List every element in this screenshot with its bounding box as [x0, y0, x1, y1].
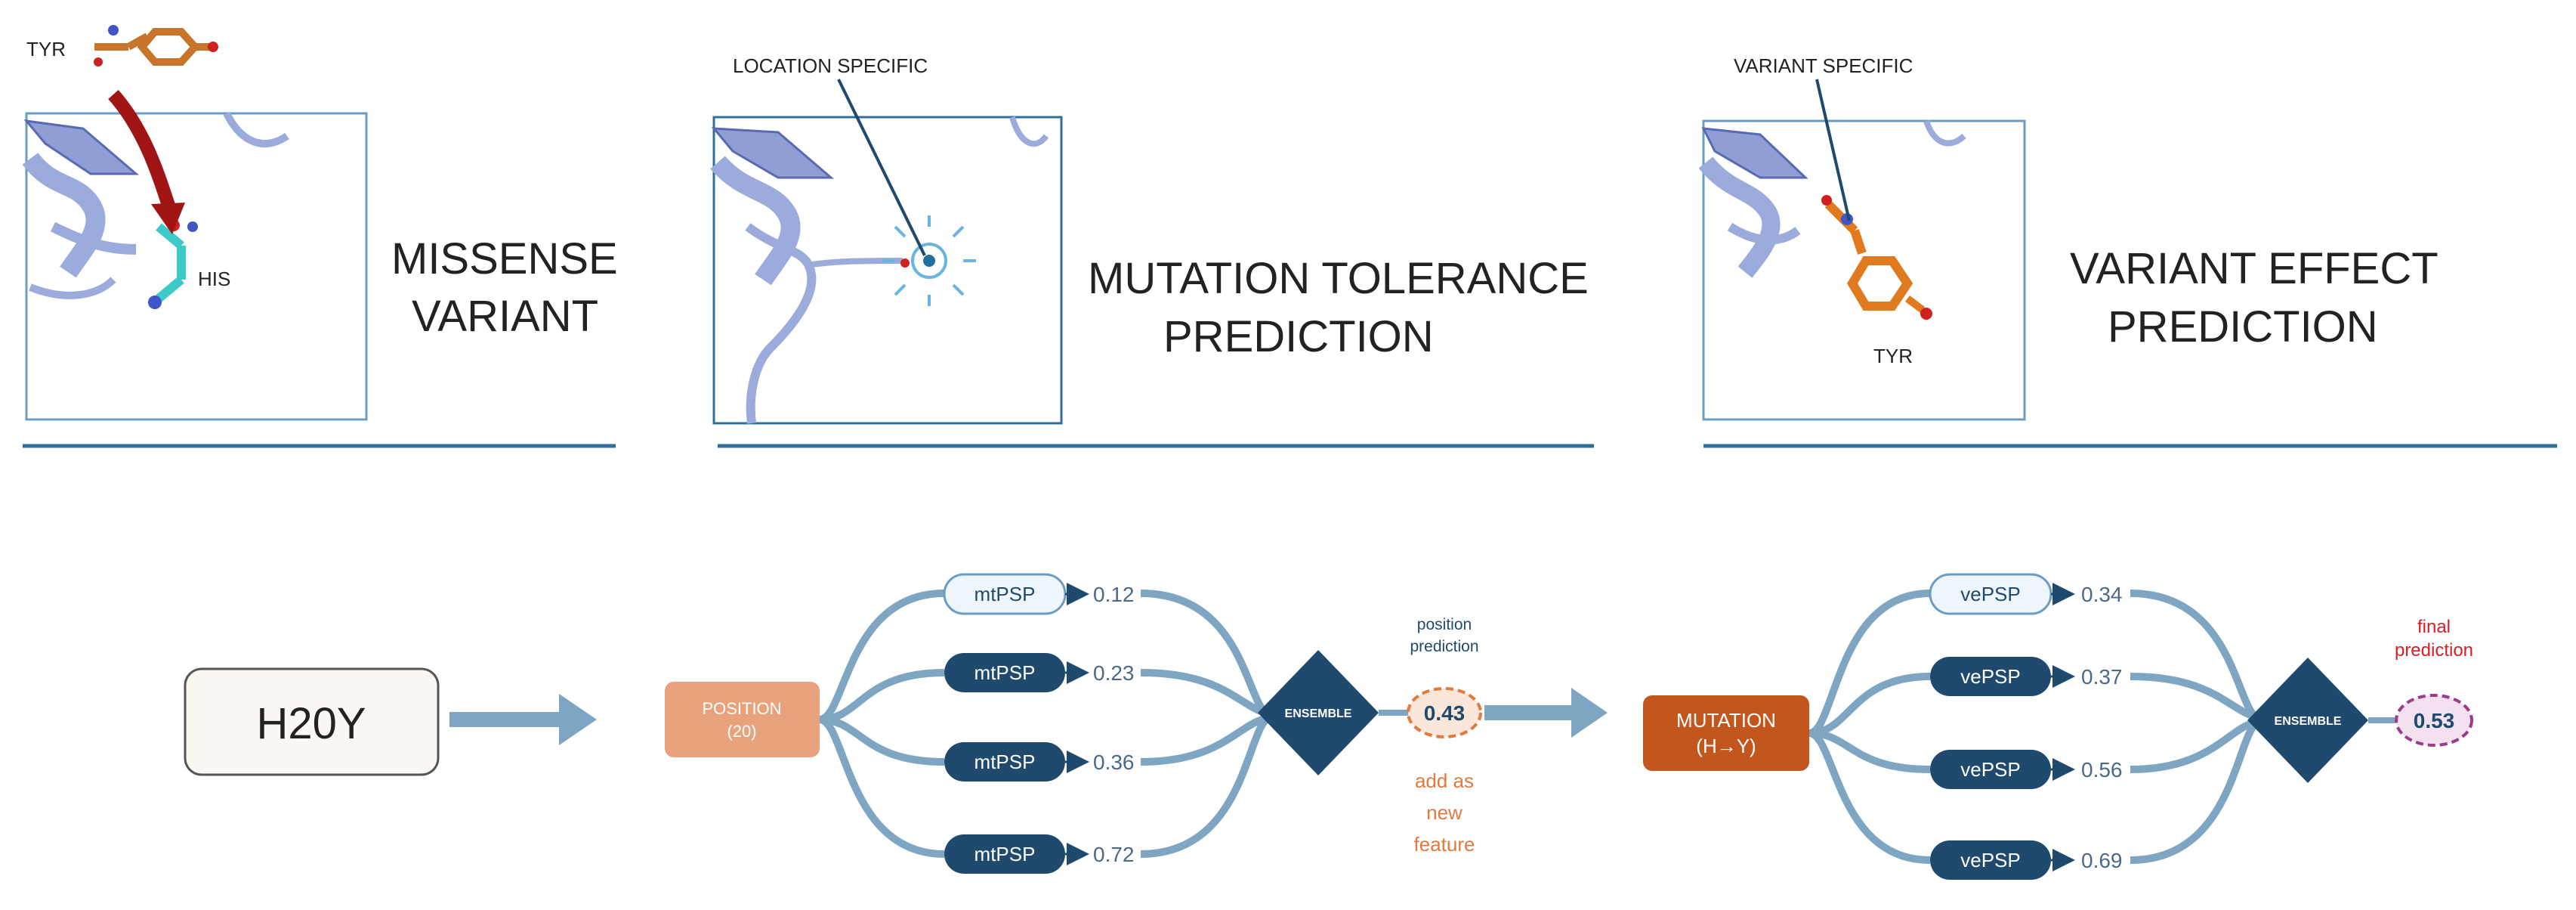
final-prediction-value: 0.53: [2414, 709, 2455, 732]
mt-model-3-label: mtPSP: [974, 751, 1036, 773]
ensemble-1-label: ENSEMBLE: [1285, 707, 1352, 720]
flow-arrow-1: [449, 694, 597, 745]
tyr-molecule-icon: [94, 25, 218, 67]
aa-tyr-label-2: TYR: [1873, 345, 1913, 367]
ve-model-1: vePSP 0.34: [1929, 573, 2123, 615]
panel-missense-variant: TYR HIS MISSENSE VARIANT: [22, 25, 618, 448]
position-box: [665, 682, 820, 757]
mt-model-2: mtPSP 0.23: [944, 653, 1135, 692]
ve-model-2: vePSP 0.37: [1930, 657, 2123, 696]
tolerance-title-line2: PREDICTION: [1163, 312, 1434, 361]
mt-model-1-value: 0.12: [1093, 583, 1135, 606]
panel-variant-effect: VARIANT SPECIFIC TYR VARIANT EFFECT PRED…: [1698, 54, 2557, 448]
panel-mutation-tolerance: LOCATION SPECIFIC MUTATION TOLERANCE PRE…: [710, 54, 1594, 448]
location-specific-label: LOCATION SPECIFIC: [733, 54, 928, 77]
flow-arrow-2: [1484, 688, 1608, 738]
ve-model-1-label: vePSP: [1960, 583, 2021, 605]
ve-model-3: vePSP 0.56: [1930, 750, 2123, 789]
location-pointer-line: [837, 79, 926, 256]
input-variant-label: H20Y: [256, 699, 366, 748]
add-feature-line3: feature: [1414, 833, 1475, 856]
aa-tyr-label: TYR: [26, 38, 66, 60]
mt-model-3: mtPSP 0.36: [944, 742, 1135, 782]
mt-model-4-label: mtPSP: [974, 843, 1036, 865]
effect-title-line1: VARIANT EFFECT: [2070, 244, 2439, 293]
target-position-icon: [882, 215, 976, 306]
mt-model-4-value: 0.72: [1093, 843, 1135, 866]
position-box-line1: POSITION: [702, 699, 781, 718]
mt-flow-lines: [818, 590, 1271, 858]
position-prediction-node: [1407, 687, 1482, 738]
mt-model-1: mtPSP 0.12: [943, 573, 1135, 615]
add-feature-line2: new: [1426, 801, 1463, 824]
ve-model-1-value: 0.34: [2081, 583, 2123, 606]
final-prediction-caption-2: prediction: [2395, 640, 2473, 661]
tyr-sidechain-icon: [1821, 195, 1932, 320]
ensemble-2-label: ENSEMBLE: [2275, 715, 2342, 728]
ve-model-2-label: vePSP: [1960, 665, 2021, 688]
protein-ribbon-image: [22, 111, 289, 309]
prediction-pipeline: H20Y POSITION (20) mtPSP 0.12: [184, 573, 2473, 880]
position-prediction-caption-2: prediction: [1410, 638, 1478, 655]
aa-his-label: HIS: [198, 268, 230, 290]
ve-flow-lines: [1808, 590, 2261, 864]
effect-title-line2: PREDICTION: [2108, 302, 2378, 351]
ve-model-3-label: vePSP: [1960, 758, 2021, 781]
mt-model-1-label: mtPSP: [974, 583, 1036, 605]
substitution-arrow: [108, 90, 177, 212]
mutation-box: [1643, 695, 1809, 771]
mt-model-3-value: 0.36: [1093, 751, 1135, 774]
mutation-box-line2: (H→Y): [1696, 735, 1756, 757]
ensemble-2: ENSEMBLE: [2247, 658, 2368, 783]
variant-specific-label: VARIANT SPECIFIC: [1734, 54, 1913, 77]
position-prediction-caption-1: position: [1417, 616, 1472, 633]
position-box-line2: (20): [727, 722, 756, 741]
ve-model-3-value: 0.56: [2081, 758, 2123, 782]
ve-model-4-label: vePSP: [1960, 849, 2021, 871]
missense-title-line1: MISSENSE: [391, 234, 618, 283]
ensemble-1: ENSEMBLE: [1258, 650, 1379, 775]
ve-model-4: vePSP 0.69: [1930, 840, 2123, 880]
ve-model-2-value: 0.37: [2081, 665, 2123, 689]
tolerance-title-line1: MUTATION TOLERANCE: [1088, 254, 1589, 303]
missense-title-line2: VARIANT: [412, 292, 598, 341]
add-feature-line1: add as: [1415, 769, 1474, 792]
mt-model-2-value: 0.23: [1093, 661, 1135, 685]
protein-ribbon-image-3: [1698, 119, 1966, 278]
ve-model-4-value: 0.69: [2081, 849, 2123, 872]
final-prediction-caption-1: final: [2417, 617, 2451, 637]
substitution-arrowhead: [151, 203, 185, 234]
protein-ribbon-image-2: [710, 116, 1049, 424]
mt-model-4: mtPSP 0.72: [944, 834, 1135, 874]
variant-pointer-line: [1815, 79, 1851, 221]
input-variant-box: [184, 667, 440, 776]
final-prediction-node: [2395, 694, 2473, 747]
mt-model-2-label: mtPSP: [974, 661, 1036, 684]
mutation-box-line1: MUTATION: [1676, 709, 1776, 732]
position-prediction-value: 0.43: [1424, 701, 1466, 725]
